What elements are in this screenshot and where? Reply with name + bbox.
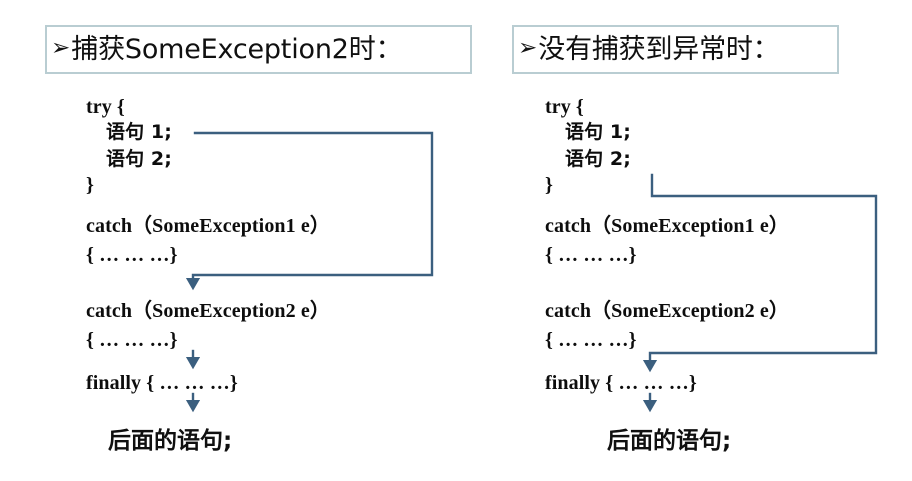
code-line-left-catch2-body: { … … …}: [86, 329, 178, 351]
panel-title-text-left: 捕获SomeException2时：: [71, 34, 403, 65]
flow-arrow-left-stmt1-to-catch2: [185, 131, 434, 291]
bullet-arrow-icon: ➢: [518, 35, 538, 61]
code-line-right-try-close: }: [545, 174, 553, 196]
bullet-arrow-icon: ➢: [51, 35, 71, 61]
panel-title-text-right: 没有捕获到异常时：: [538, 34, 780, 65]
code-line-left-stmt1: 语句 1;: [106, 121, 172, 143]
code-line-left-catch2: catch（SomeException2 e）: [86, 300, 330, 322]
panel-title-box-left: ➢ 捕获SomeException2时：: [45, 25, 472, 74]
code-line-right-stmt1: 语句 1;: [565, 121, 631, 143]
code-line-right-try: try {: [545, 96, 584, 118]
panel-title-box-right: ➢ 没有捕获到异常时：: [512, 25, 839, 74]
code-line-right-catch2-body: { … … …}: [545, 329, 637, 351]
code-line-right-stmt2: 语句 2;: [565, 148, 631, 170]
code-line-right-catch2: catch（SomeException2 e）: [545, 300, 789, 322]
code-line-right-finally: finally { … … …}: [545, 372, 697, 394]
code-line-left-catch1: catch（SomeException1 e）: [86, 215, 330, 237]
flow-arrow-right-try-to-finally: [642, 173, 878, 373]
code-line-left-finally: finally { … … …}: [86, 372, 238, 394]
code-line-left-try: try {: [86, 96, 125, 118]
code-line-left-tail: 后面的语句;: [108, 428, 233, 454]
code-line-left-catch1-body: { … … …}: [86, 244, 178, 266]
code-line-right-catch1-body: { … … …}: [545, 244, 637, 266]
code-line-right-catch1: catch（SomeException1 e）: [545, 215, 789, 237]
code-line-right-tail: 后面的语句;: [607, 428, 732, 454]
code-line-left-try-close: }: [86, 174, 94, 196]
code-line-left-stmt2: 语句 2;: [106, 148, 172, 170]
